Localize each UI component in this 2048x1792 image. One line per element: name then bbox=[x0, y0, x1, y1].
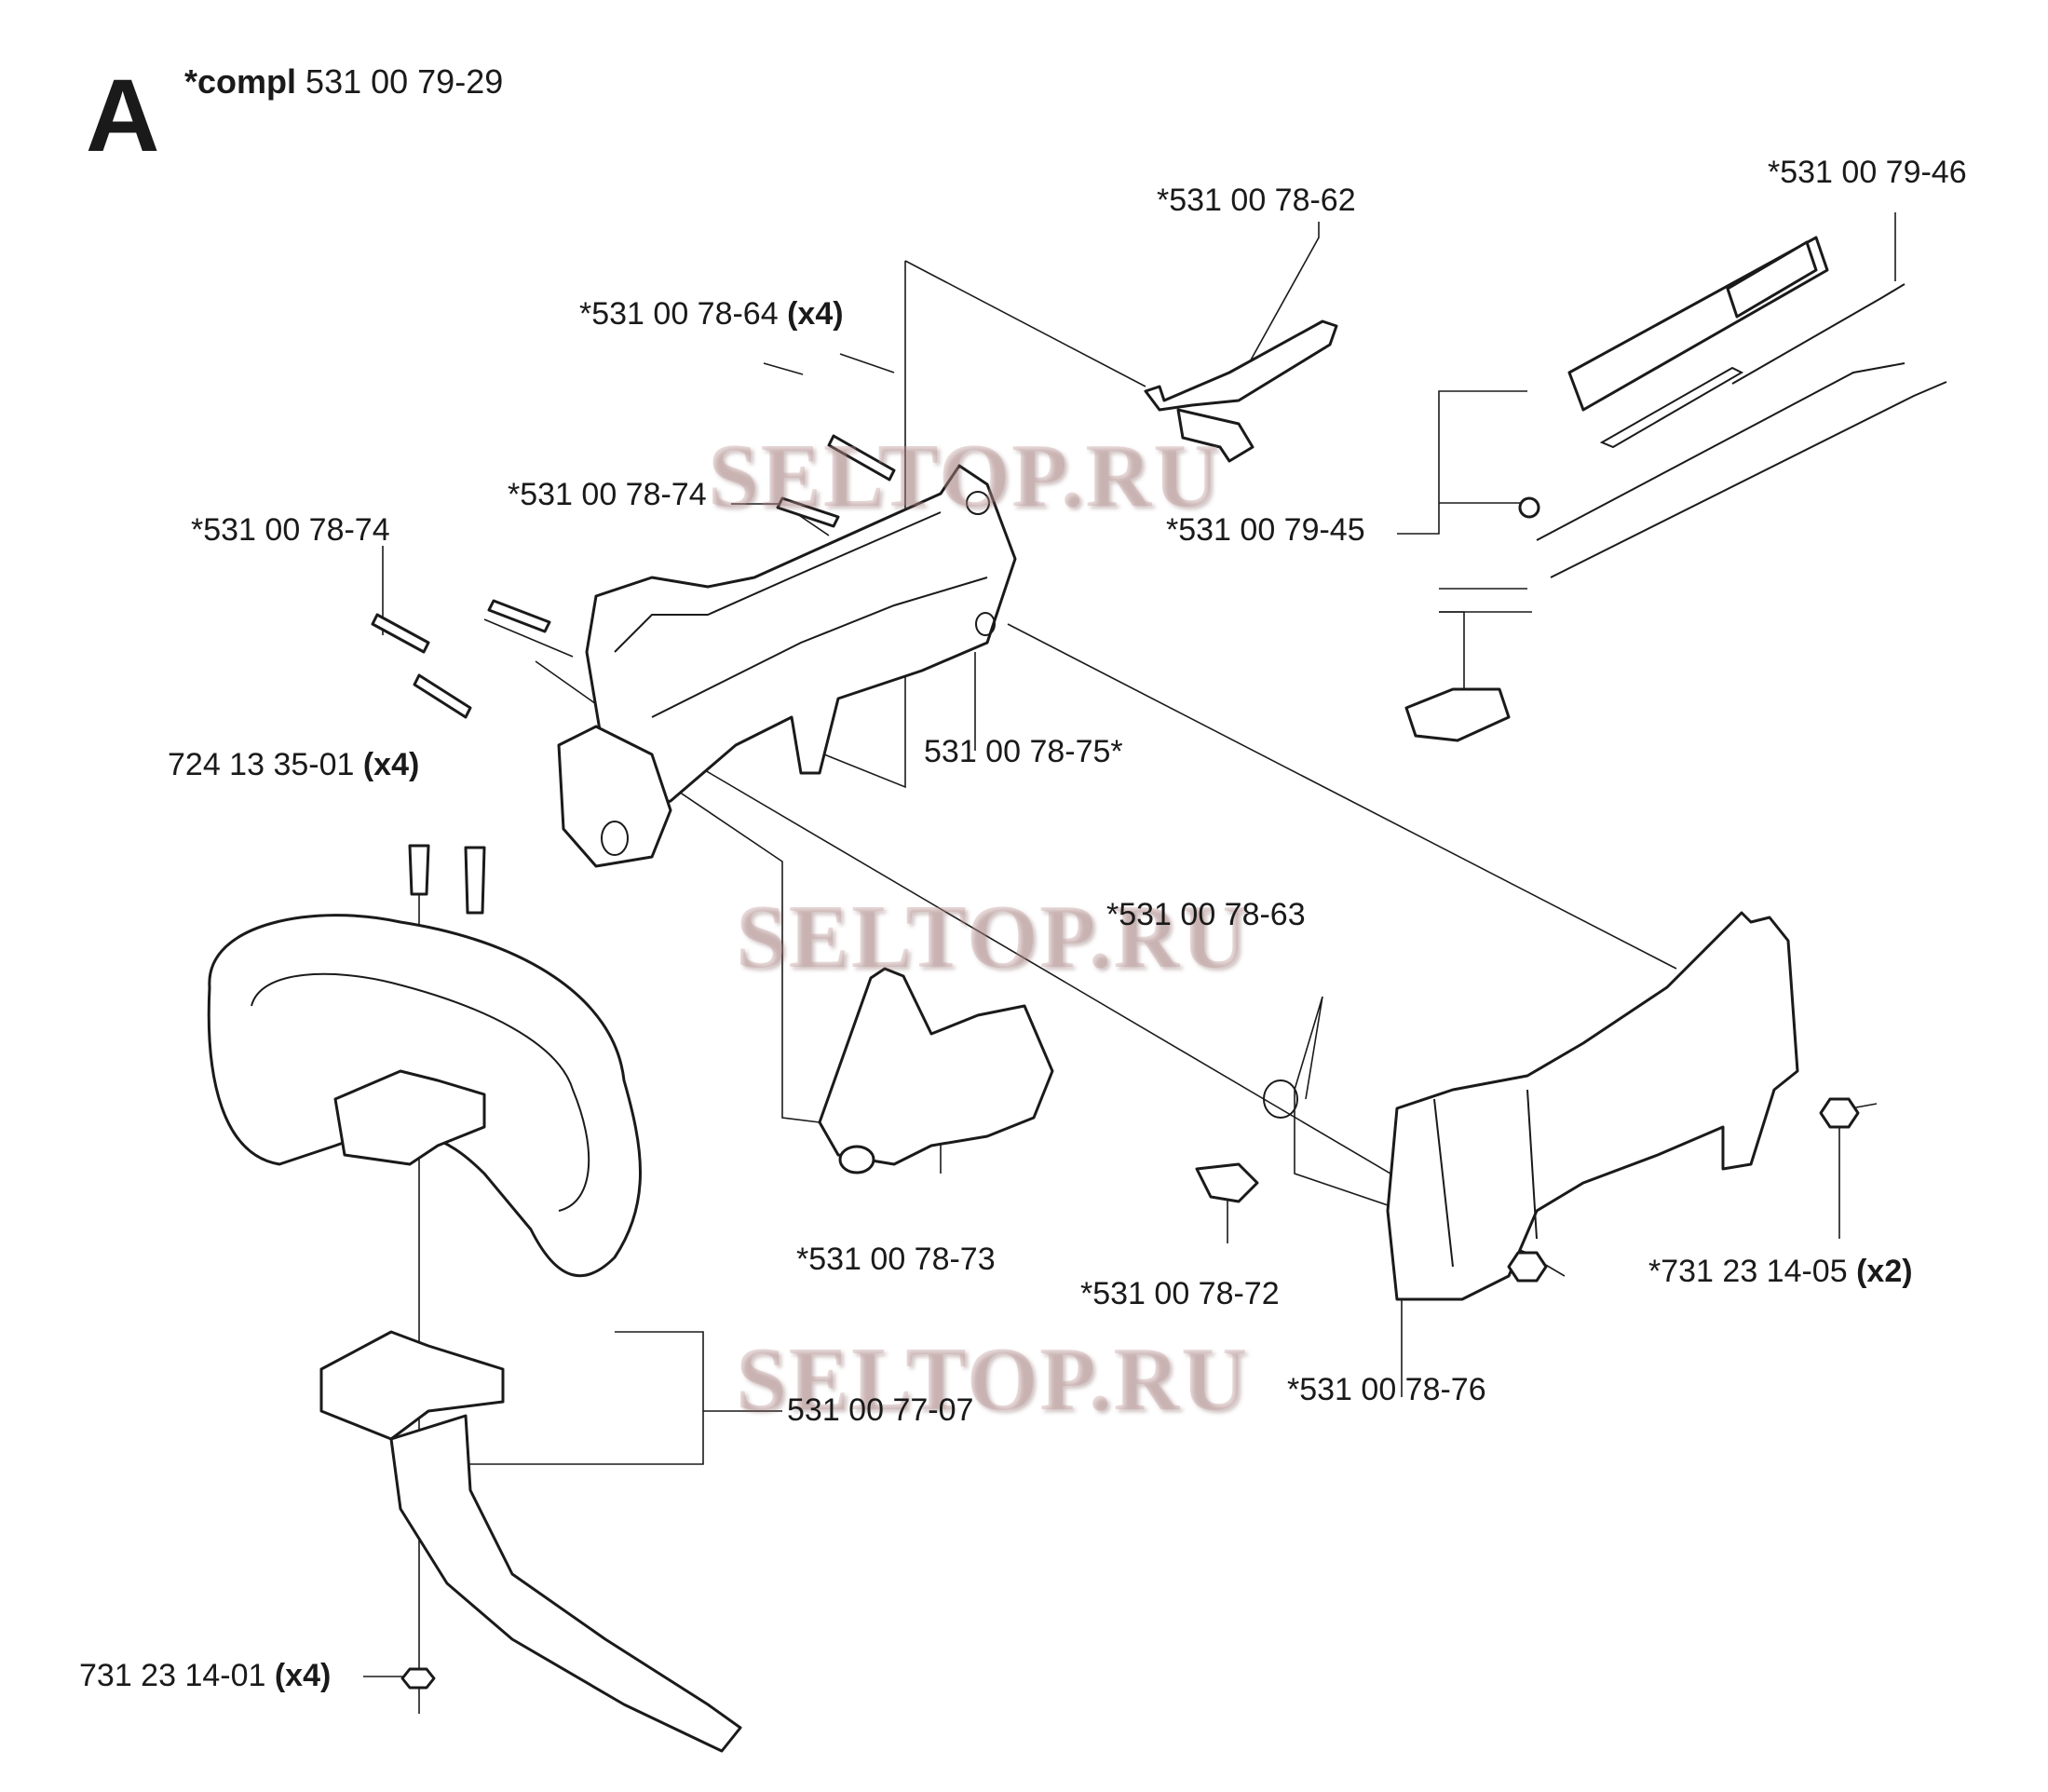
throttle-lever bbox=[1144, 319, 1338, 412]
part-label: *531 00 78-73 bbox=[796, 1242, 996, 1277]
compl-word: *compl bbox=[184, 62, 297, 101]
complete-assembly-label: *compl 531 00 79-29 bbox=[184, 65, 503, 99]
spring-small bbox=[1263, 1079, 1298, 1119]
part-label: *531 00 79-45 bbox=[1166, 512, 1365, 548]
watermark: SELTOP.RU bbox=[736, 1329, 1249, 1430]
clip bbox=[1195, 1162, 1259, 1203]
stop-switch bbox=[1404, 687, 1511, 742]
part-label: 731 23 14-01 (x4) bbox=[79, 1658, 332, 1693]
cable-b bbox=[1536, 362, 1906, 541]
part-label: *531 00 78-64 (x4) bbox=[579, 296, 844, 332]
part-label: *531 00 78-74 bbox=[191, 512, 390, 548]
shaft-housing bbox=[1386, 911, 1799, 1301]
cable-d bbox=[1731, 283, 1906, 385]
handle-clamp-top bbox=[333, 1069, 486, 1166]
part-label: *531 00 78-62 bbox=[1157, 183, 1356, 218]
part-label: *531 00 79-46 bbox=[1768, 155, 1967, 190]
nut-right bbox=[1819, 1097, 1860, 1129]
handle-housing-upper bbox=[585, 464, 1017, 812]
part-label: *531 00 78-63 bbox=[1106, 897, 1306, 932]
nut-center bbox=[1507, 1251, 1548, 1283]
part-label: *731 23 14-05 (x2) bbox=[1648, 1254, 1913, 1289]
part-label: 531 00 78-75* bbox=[924, 734, 1123, 769]
screws bbox=[371, 434, 896, 915]
handle-housing-lower bbox=[557, 725, 672, 868]
part-label: 531 00 77-07 bbox=[787, 1392, 974, 1428]
handle-clamp-bottom bbox=[319, 1330, 505, 1441]
handle-arm bbox=[389, 1414, 742, 1753]
part-label: *531 00 78-72 bbox=[1080, 1276, 1280, 1311]
nut-bottom bbox=[400, 1667, 436, 1690]
cable-c bbox=[1550, 381, 1947, 578]
watermark: SELTOP.RU bbox=[708, 426, 1221, 526]
parts bbox=[207, 236, 1947, 1753]
watermark: SELTOP.RU bbox=[736, 887, 1249, 987]
throttle-lever-roller bbox=[1176, 408, 1255, 463]
part-label: *531 00 78-76 bbox=[1287, 1372, 1486, 1407]
part-label: 724 13 35-01 (x4) bbox=[168, 747, 420, 782]
compl-number: 531 00 79-29 bbox=[305, 62, 504, 101]
cable-a bbox=[1599, 366, 1744, 449]
section-letter: A bbox=[86, 59, 160, 173]
spring-upper bbox=[1726, 240, 1818, 319]
trigger-guard bbox=[818, 967, 1054, 1166]
part-label: *531 00 78-74 bbox=[508, 477, 707, 512]
